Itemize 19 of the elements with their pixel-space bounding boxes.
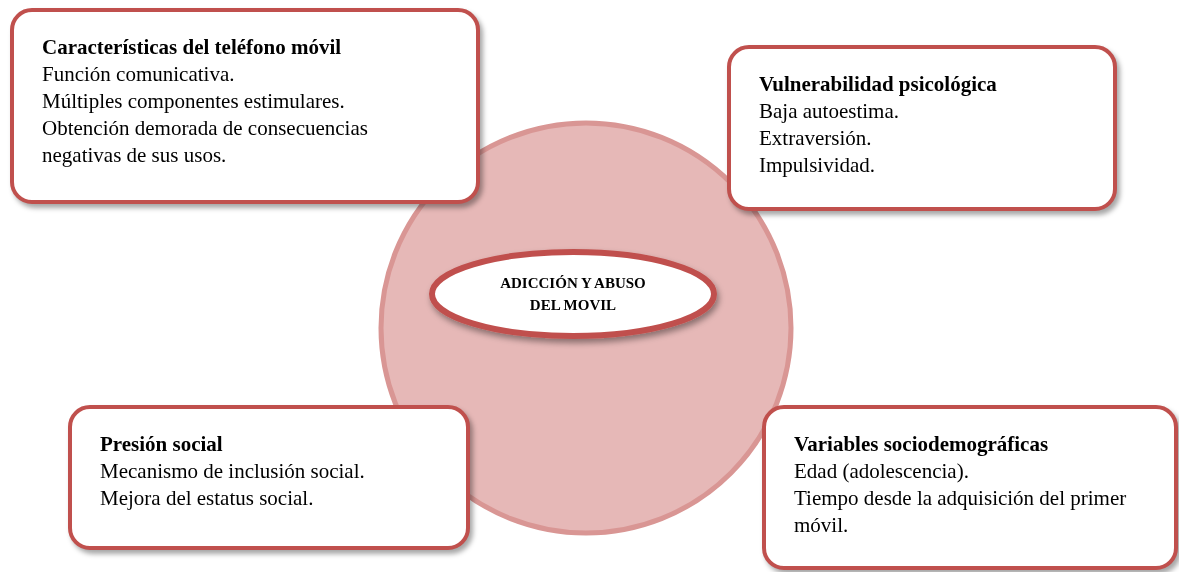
box-heading: Vulnerabilidad psicológica <box>759 71 998 98</box>
list-item: Baja autoestima. <box>759 98 900 125</box>
list-item: Múltiples componentes estimulares. <box>42 88 346 115</box>
box-heading: Variables sociodemográficas <box>794 431 1050 458</box>
list-item: Extraversión. <box>759 125 873 152</box>
list-item: Obtención demorada de consecuencias negativas de sus usos. <box>42 115 369 169</box>
box-heading: Características del teléfono móvil <box>42 34 343 61</box>
center-label: ADICCIÓN Y ABUSO DEL MOVIL <box>499 274 647 315</box>
list-item: Mecanismo de inclusión social. <box>100 458 366 485</box>
list-item: Tiempo desde la adquisición del primer móvil. <box>794 485 1128 539</box>
text-box <box>10 8 480 204</box>
box-heading: Presión social <box>100 431 224 458</box>
list-item: Impulsividad. <box>759 152 877 179</box>
list-item: Función comunicativa. <box>42 61 236 88</box>
list-item: Edad (adolescencia). <box>794 458 970 485</box>
list-item: Mejora del estatus social. <box>100 485 315 512</box>
text-box <box>762 405 1178 570</box>
text-box <box>68 405 470 550</box>
text-box <box>727 45 1117 211</box>
